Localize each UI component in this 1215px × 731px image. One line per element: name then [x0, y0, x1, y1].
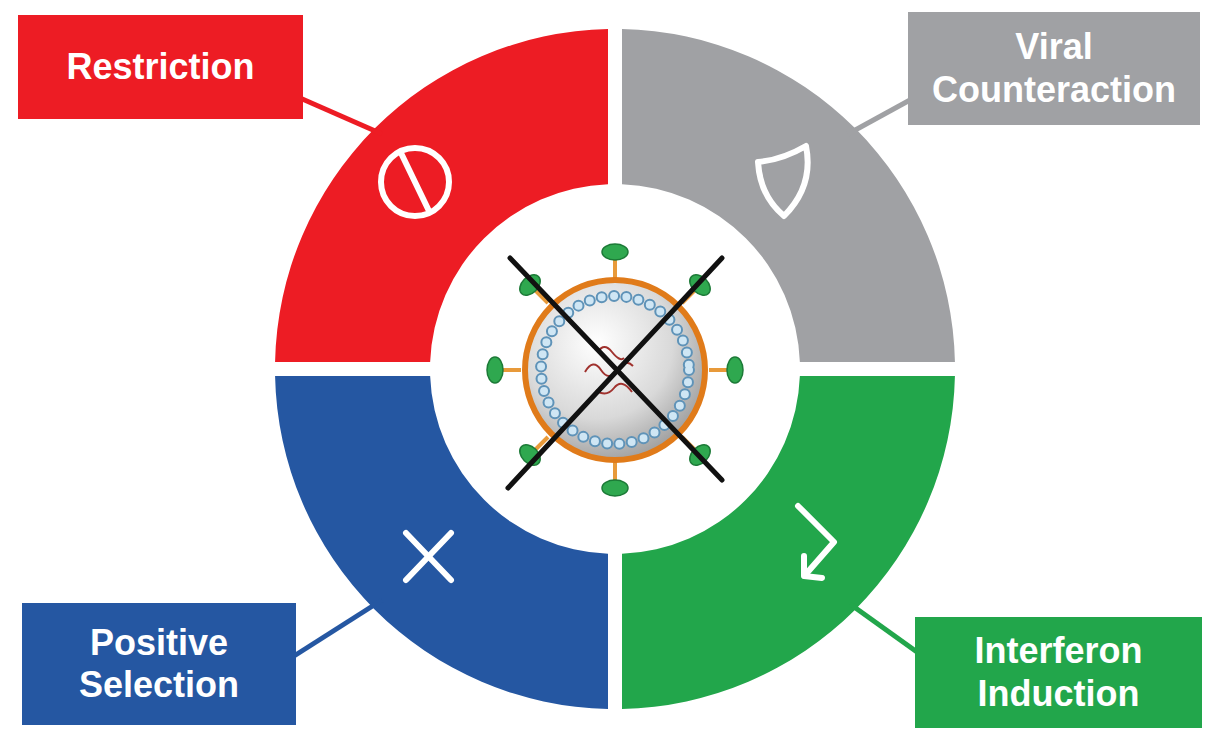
leader-line [294, 600, 382, 656]
label-box: Interferon Induction [915, 617, 1202, 728]
label-text: Positive Selection [32, 622, 286, 707]
label-box: Restriction [18, 15, 303, 119]
label-text: Restriction [28, 46, 293, 88]
shield-icon [758, 146, 808, 216]
arrow-icon [798, 506, 834, 578]
cross-icon [406, 533, 451, 580]
leader-line [850, 604, 917, 652]
label-text: Interferon Induction [925, 630, 1192, 715]
label-box: Positive Selection [22, 603, 296, 725]
leader-line [300, 98, 382, 134]
restriction-icon [381, 148, 449, 216]
leader-line [848, 100, 910, 134]
label-box: Viral Counteraction [908, 12, 1200, 125]
virus-illustration [487, 244, 743, 496]
label-text: Viral Counteraction [918, 26, 1190, 111]
